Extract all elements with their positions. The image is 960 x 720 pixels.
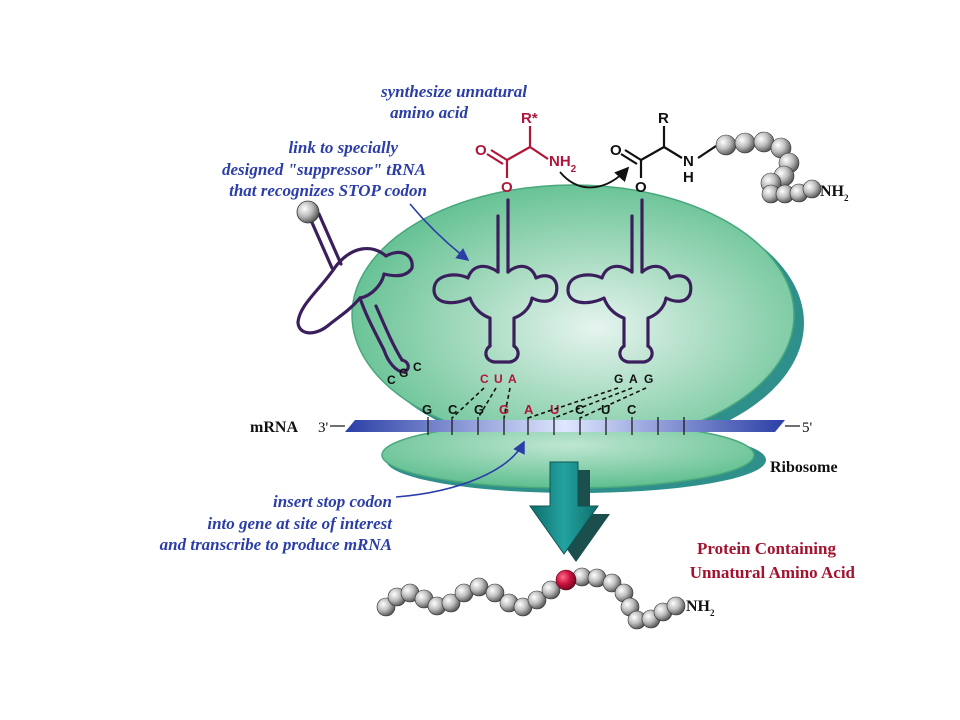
mrna-ticks [427,417,685,435]
mrna-codons: G C G G A U C U C [422,402,637,417]
caption-synthesize: synthesize unnatural amino acid [380,82,527,122]
carbonyl-oxygen: O [610,142,622,159]
anticodon-base: A [629,372,638,386]
mrna-base: G [474,402,484,417]
anticodon-base: C [480,372,489,386]
caption-link-trna: link to specially designed "suppressor" … [222,138,427,200]
mrna-base-stop: G [499,402,509,417]
r-group: R [658,110,669,127]
mrna-strand [345,420,785,432]
anticodon-base: A [508,372,517,386]
ester-oxygen: O [501,179,513,196]
nh2-bottom-label: NH2 [686,598,715,618]
protein-chain [376,567,686,630]
ester-oxygen: O [635,179,647,196]
mrna-base: C [448,402,458,417]
peptide-bond-arrow [559,166,630,189]
caption-line: that recognizes STOP codon [229,181,427,200]
mrna-base: C [575,402,585,417]
exiting-trna: C G C [296,200,422,387]
anticodon-base: G [399,366,408,380]
top-peptide-chain [715,131,822,204]
amino-acid-bead [296,200,320,224]
caption-line: link to specially [288,138,398,157]
mrna-base: G [422,402,432,417]
mrna-label: mRNA [250,419,298,436]
caption-line: Protein Containing [697,539,837,558]
suppressor-trna: C U A [432,198,559,386]
amide-nitrogen: N [683,153,694,170]
caption-line: and transcribe to produce mRNA [160,535,392,554]
carbonyl-oxygen: O [475,142,487,159]
anticodon-base: C [387,373,396,387]
unnatural-amino-acid-structure [486,126,549,178]
caption-line: insert stop codon [273,492,392,511]
r-star-group: R* [521,110,538,127]
caption-line: into gene at site of interest [207,514,393,533]
mrna-base: C [627,402,637,417]
ribosome-large-subunit [351,184,795,446]
link-caption-arrow [409,203,470,261]
caption-line: synthesize unnatural [380,82,527,101]
mrna-base: U [601,402,610,417]
amine-group: NH2 [549,153,577,175]
three-prime-label: 3' [318,420,329,436]
codon-pairing-lines [451,387,647,419]
insert-caption-arrow [395,440,525,498]
five-prime-label: 5' [802,420,813,436]
anticodon-base: C [413,360,422,374]
caption-line: Unnatural Amino Acid [690,563,856,582]
anticodon-base: U [494,372,503,386]
caption-insert: insert stop codon into gene at site of i… [160,492,394,554]
translation-arrow [529,461,610,562]
ribosome-label: Ribosome [770,459,838,476]
peptidyl-trna: G A G [566,198,693,386]
peptide-structure [620,126,717,178]
caption-product: Protein Containing Unnatural Amino Acid [690,539,856,582]
unnatural-residue-bead [555,569,577,591]
anticodon-base: G [614,372,623,386]
amide-hydrogen: H [683,169,694,186]
anticodon-base: G [644,372,653,386]
caption-line: amino acid [390,103,468,122]
mrna-base-stop: A [524,402,534,417]
nh2-top-label: NH2 [820,183,849,203]
caption-line: designed "suppressor" tRNA [222,160,426,179]
